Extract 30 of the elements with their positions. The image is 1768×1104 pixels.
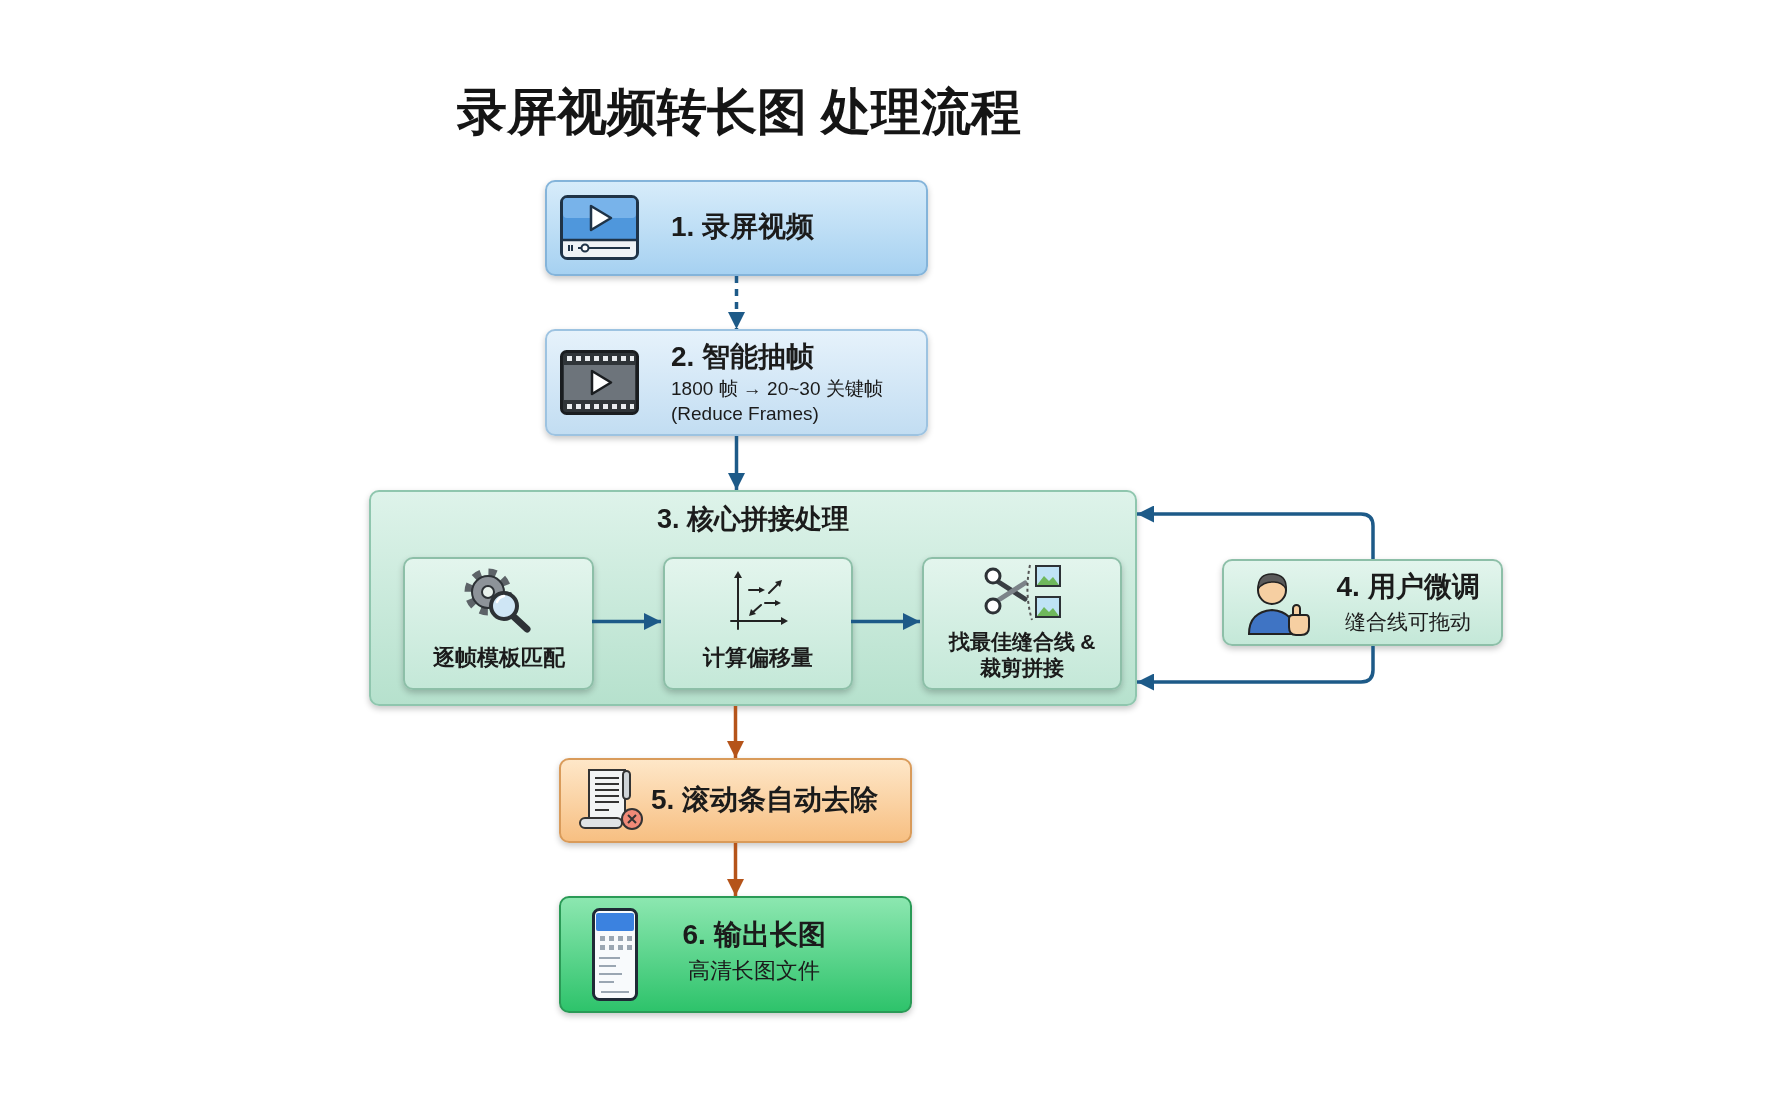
process-box: [559, 896, 912, 1013]
step-heading: 5. 滚动条自动去除: [651, 783, 880, 817]
step-card: [403, 557, 594, 690]
step-note: 缝合线可拖动: [1344, 609, 1472, 635]
step-note: 高清长图文件: [687, 958, 821, 985]
step-heading: 1. 录屏视频: [671, 210, 816, 244]
panel-heading: 3. 核心拼接处理: [656, 503, 850, 536]
step-label: 逐帧模板匹配: [431, 645, 566, 672]
process-box: [1222, 559, 1503, 646]
arrow: [592, 613, 661, 630]
step-heading: 2. 智能抽帧: [671, 340, 816, 374]
arrow: [728, 436, 745, 490]
arrow: [1137, 646, 1375, 691]
arrow: [851, 613, 920, 630]
arrow: [727, 706, 744, 758]
step-card: [922, 557, 1122, 690]
diagram-title: 录屏视频转长图 处理流程: [457, 83, 1021, 142]
step-label: 计算偏移量: [701, 645, 814, 672]
group-panel: [369, 490, 1137, 706]
arrow: [1137, 505, 1375, 559]
step-heading: 6. 输出长图: [681, 918, 827, 952]
process-box: [545, 180, 928, 276]
process-box: [545, 329, 928, 436]
process-box: [559, 758, 912, 843]
step-heading: 4. 用户微调: [1335, 570, 1481, 604]
step-note: 1800 帧 → 20~30 关键帧 (Reduce Frames): [671, 377, 884, 426]
step-card: [663, 557, 853, 690]
step-label: 找最佳缝合线 & 裁剪拼接: [947, 629, 1097, 682]
arrow: [727, 843, 744, 896]
arrow: [728, 276, 745, 329]
